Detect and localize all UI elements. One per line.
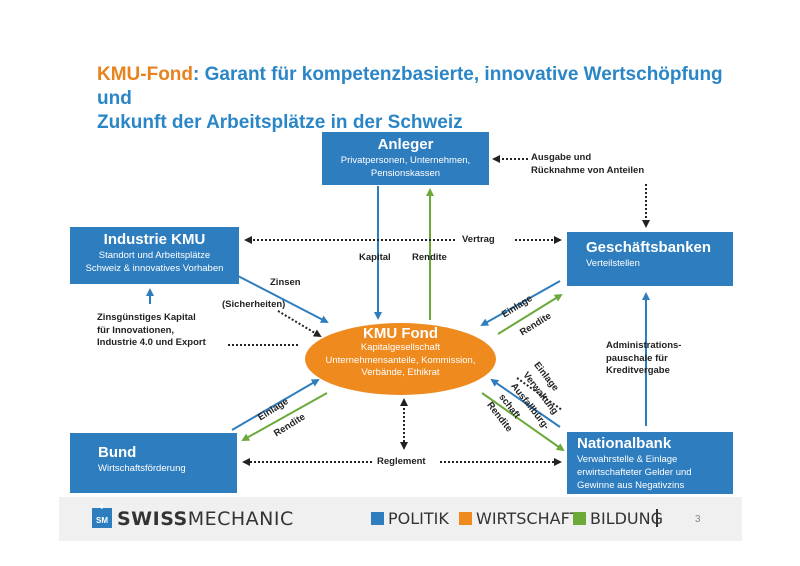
node-industrie-sub1: Standort und Arbeitsplätze [98,250,211,261]
label-zinsen: Zinsen [270,277,301,288]
node-kmu-fond: KMU Fond Kapitalgesellschaft Unternehmen… [305,323,496,395]
people-icon [371,512,384,525]
node-bund-sub1: Wirtschaftsförderung [98,463,186,474]
node-kmu-fond-sub1: Kapitalgesellschaft [360,342,441,353]
node-kmu-fond-title: KMU Fond [363,325,438,342]
arrow-sicherheiten [277,310,322,338]
node-geschaeftsbanken: Geschäftsbanken Verteilstellen [567,232,733,286]
label-admin-line3: Kreditvergabe [606,365,670,376]
title-line2: Zukunft der Arbeitsplätze in der Schweiz [97,112,463,133]
label-admin: Administrations- pauschale für Kreditver… [606,340,681,378]
label-ausgabe: Ausgabe und Rücknahme von Anteilen [531,152,644,177]
nav-wirtschaft-label: WIRTSCHAFT [476,509,580,528]
node-anleger: Anleger Privatpersonen, Unternehmen, Pen… [322,132,489,185]
nav-wirtschaft[interactable]: WIRTSCHAFT [459,509,579,528]
node-nationalbank: Nationalbank Verwahrstelle & Einlage erw… [567,432,733,494]
node-nationalbank-sub1: Verwahrstelle & Einlage [577,454,678,465]
node-bund: Bund Wirtschaftsförderung [70,433,237,493]
label-ausgabe-line2: Rücknahme von Anteilen [531,164,645,176]
arrow-nb-ausfall [516,377,563,411]
label-zinsguenstig: Zinsgünstiges Kapital für Innovationen, … [97,312,206,350]
label-admin-line2: pauschale für [606,352,668,364]
node-kmu-fond-sub3: Verbände, Ethikrat [361,367,440,378]
nav-bildung[interactable]: BILDUNG [573,509,663,528]
brand-name: SWISSMECHANIC [117,508,294,530]
node-kmu-fond-sub2: Unternehmensanteile, Kommission, [325,354,476,366]
label-zins-line2: für Innovationen, [97,324,175,336]
node-industrie-kmu: Industrie KMU Standort und Arbeitsplätze… [70,227,239,284]
label-rendite-top: Rendite [412,252,447,263]
label-admin-line1: Administrations- [606,340,682,351]
nav-politik-label: POLITIK [388,509,449,528]
brand-light: MECHANIC [187,508,294,530]
node-anleger-title: Anleger [377,136,434,153]
label-reglement: Reglement [377,456,426,467]
node-industrie-sub2: Schweiz & innovatives Vorhaben [85,263,224,274]
page-number: 3 [695,514,701,525]
arrow-nb-rendite [481,392,565,452]
label-sicherheiten: (Sicherheiten) [222,299,286,310]
logo-badge-text: SM [96,516,108,525]
label-zins-line3: Industrie 4.0 und Export [97,337,206,348]
arrow-nb-einlage [490,378,561,428]
node-anleger-sub1: Privatpersonen, Unternehmen, [340,155,471,166]
nav-politik[interactable]: POLITIK [371,509,449,528]
label-kapital: Kapital [359,252,391,263]
arrow-einlage-bank [480,280,561,326]
arrow-zinsen [237,275,329,323]
node-bund-title: Bund [98,444,137,461]
title-line1-rest: : Garant für kompetenzbasierte, innovati… [97,64,723,109]
node-nationalbank-sub2: erwirtschafteter Gelder und [577,467,692,478]
node-banken-sub1: Verteilstellen [586,258,640,269]
arrow-rendite-bank [497,293,563,335]
node-nationalbank-title: Nationalbank [577,435,672,452]
arrow-einlage-bund [231,378,320,431]
swissmechanic-logo-icon: + SM [92,503,112,528]
node-anleger-sub2: Pensionskassen [370,168,441,179]
label-zins-line1: Zinsgünstiges Kapital [97,312,196,323]
title-accent: KMU-Fond [97,64,194,85]
bar-chart-icon [459,512,472,525]
nav-bildung-label: BILDUNG [590,509,664,528]
slide-title: KMU-Fond: Garant für kompetenzbasierte, … [97,63,737,135]
node-industrie-title: Industrie KMU [103,231,206,248]
label-ausgabe-line1: Ausgabe und [531,152,592,163]
brand-bold: SWISS [117,508,188,530]
book-icon [573,512,586,525]
node-nationalbank-sub3: Gewinne aus Negativzins [577,480,685,491]
label-vertrag: Vertrag [462,234,495,245]
arrow-rendite-bund [241,392,328,441]
plus-icon: + [99,502,105,513]
node-banken-title: Geschäftsbanken [586,239,712,256]
footer-separator [656,509,658,527]
footer-bar: + SM SWISSMECHANIC POLITIK WIRTSCHAFT BI… [59,497,742,541]
